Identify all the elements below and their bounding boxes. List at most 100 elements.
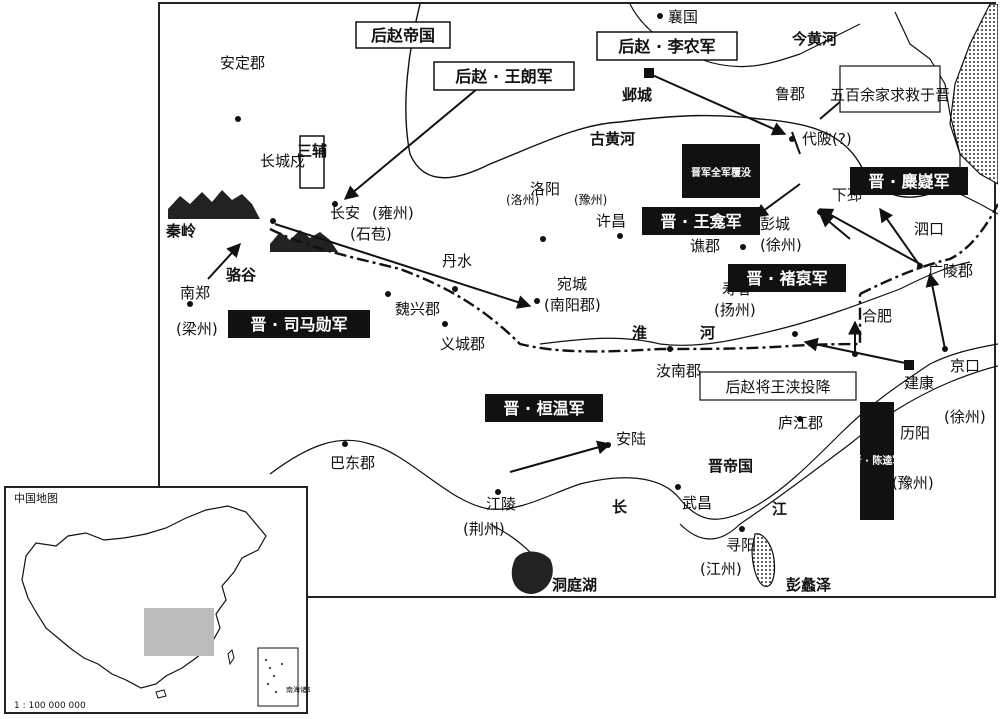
pengli-marsh — [751, 533, 776, 587]
inset-scale: 1 : 100 000 000 — [14, 701, 86, 711]
label-sishui: 泗口 — [914, 220, 944, 238]
label-jiangzhou: (江州) — [700, 560, 742, 578]
label-dongting: 洞庭湖 — [552, 576, 597, 594]
label-luozhou: (洛州) — [506, 192, 539, 207]
label-yecheng: 邺城 — [622, 86, 652, 104]
label-wancheng: 宛城 — [557, 275, 587, 293]
label-luoyang: 洛阳 — [530, 180, 560, 198]
label-qiaojun: 谯郡 — [690, 237, 720, 255]
label-wang-lang-army: 后赵 · 王朗军 — [433, 61, 575, 91]
label-modern-yellow-river: 今黄河 — [791, 30, 837, 48]
south-sea-islands — [265, 659, 283, 693]
qinling-mountains-east — [270, 230, 338, 252]
label-weixing: 魏兴郡 — [395, 300, 440, 318]
label-sanfu: 三辅 — [297, 135, 327, 189]
label-jingkou: 京口 — [950, 357, 980, 375]
label-xiangguo: 襄国 — [668, 8, 698, 26]
label-wang-jia-surrender: 后赵将王浃投降 — [699, 371, 857, 401]
dongting-lake — [511, 551, 553, 594]
label-five-hundred-families: 五百余家求救于晋 — [830, 65, 950, 113]
label-shiwei: (石苞) — [350, 225, 392, 243]
label-badong: 巴东郡 — [330, 454, 375, 472]
label-jingkou-alt: (徐州) — [944, 408, 986, 426]
inset-map-svg: 中国地图 南海诸岛 1 : 100 000 000 — [14, 492, 310, 711]
label-xuchang: 许昌 — [596, 212, 626, 230]
label-luogu: 骆谷 — [226, 266, 257, 284]
label-yuzhou: (豫州) — [574, 193, 607, 207]
svg-text:后赵帝国: 后赵帝国 — [371, 26, 435, 45]
svg-text:晋 · 褚裒军: 晋 · 褚裒军 — [746, 269, 827, 288]
svg-text:晋军全军覆没: 晋军全军覆没 — [691, 166, 752, 179]
label-pengcheng: 彭城 — [760, 215, 790, 233]
label-yicheng: 义城郡 — [440, 335, 485, 353]
label-chen-kui-army: 晋 · 陈逵军 — [852, 402, 903, 520]
inset-title: 中国地图 — [14, 492, 58, 505]
huai-river — [539, 261, 971, 346]
label-jin-empire: 晋帝国 — [708, 457, 753, 475]
campaign-arrows — [207, 73, 946, 473]
label-sima-xun-army: 晋 · 司马勋军 — [228, 310, 370, 338]
svg-text:晋 · 陈逵军: 晋 · 陈逵军 — [852, 454, 903, 467]
label-jiankang: 建康 — [904, 374, 934, 392]
svg-text:五百余家求救于晋: 五百余家求救于晋 — [830, 86, 950, 104]
label-wang-kan-army: 晋 · 王龛军 — [642, 207, 760, 235]
label-xiapi: 下邳 — [832, 186, 862, 204]
label-lijiang: 庐江郡 — [778, 414, 823, 432]
label-mi-yi-army: 晋 · 麋嶷军 — [850, 167, 968, 195]
ancient-yellow-river — [405, 4, 951, 198]
svg-text:三辅: 三辅 — [297, 142, 327, 160]
svg-text:后赵 · 王朗军: 后赵 · 王朗军 — [455, 67, 552, 86]
yecheng-marker — [644, 68, 654, 78]
svg-text:晋 · 王龛军: 晋 · 王龛军 — [660, 212, 741, 231]
sea-area — [949, 4, 998, 185]
hainan-island — [155, 689, 167, 699]
label-dailing: 代陂(?) — [802, 130, 852, 148]
svg-text:后赵将王浃投降: 后赵将王浃投降 — [725, 378, 830, 396]
label-xunyang: 寻阳 — [726, 536, 756, 554]
label-wancheng-alt: (南阳郡) — [544, 296, 601, 314]
label-shouchun: 寿春 — [722, 280, 752, 298]
label-pengli: 彭蠡泽 — [786, 576, 831, 594]
label-anding: 安定郡 — [220, 54, 265, 72]
label-changan: 长安 — [330, 204, 360, 222]
label-qinling: 秦岭 — [165, 222, 196, 240]
label-jin-annihilated: 晋军全军覆没 — [682, 144, 760, 198]
svg-text:晋 · 麋嶷军: 晋 · 麋嶷军 — [868, 172, 949, 191]
taiwan-island — [227, 649, 235, 666]
label-lujun: 鲁郡 — [775, 85, 805, 103]
label-chang: 长 — [612, 498, 628, 516]
label-nanzheng: 南郑 — [180, 284, 210, 302]
label-shouchun-alt: (扬州) — [714, 301, 756, 319]
inset-highlight-area — [144, 608, 214, 656]
label-guangling: 广陵郡 — [928, 262, 973, 280]
label-huai-1: 淮 — [632, 324, 647, 342]
label-ancient-yellow-river: 古黄河 — [590, 130, 635, 148]
label-hefei: 合肥 — [862, 307, 892, 325]
label-li-nong-army: 后赵 · 李农军 — [596, 31, 738, 61]
label-huan-wen-army: 晋 · 桓温军 — [485, 394, 603, 422]
label-pengcheng-alt: (徐州) — [760, 236, 802, 254]
label-danshui: 丹水 — [442, 252, 472, 270]
china-inset-map: 中国地图 南海诸岛 1 : 100 000 000 — [4, 486, 310, 714]
jiankang-marker — [904, 360, 914, 370]
main-map-svg: 后赵帝国 后赵 · 王朗军 后赵 · 李农军 三辅 五百余家求救于晋 后赵将王浃… — [165, 4, 998, 594]
label-runan: 汝南郡 — [656, 362, 701, 380]
label-liyang-alt: (豫州) — [892, 474, 934, 492]
south-sea-label: 南海诸岛 — [286, 685, 310, 694]
jin-frontier-line — [269, 203, 998, 353]
label-nanzheng-alt: (梁州) — [176, 320, 218, 338]
qinling-mountains — [168, 190, 260, 219]
place-dots — [187, 13, 948, 532]
svg-text:晋 · 桓温军: 晋 · 桓温军 — [503, 399, 584, 418]
coastline — [894, 11, 998, 215]
south-sea-box — [257, 647, 299, 707]
svg-text:晋 · 司马勋军: 晋 · 司马勋军 — [250, 315, 347, 334]
label-changan-alt: (雍州) — [372, 204, 414, 222]
label-liyang: 历阳 — [900, 424, 930, 442]
label-later-zhao-empire: 后赵帝国 — [355, 21, 451, 49]
label-anlu: 安陆 — [616, 430, 646, 448]
label-huai-2: 河 — [700, 324, 715, 342]
label-jingzhou: (荆州) — [463, 520, 505, 538]
label-jiang: 江 — [772, 500, 787, 518]
label-wuchang: 武昌 — [682, 494, 712, 512]
